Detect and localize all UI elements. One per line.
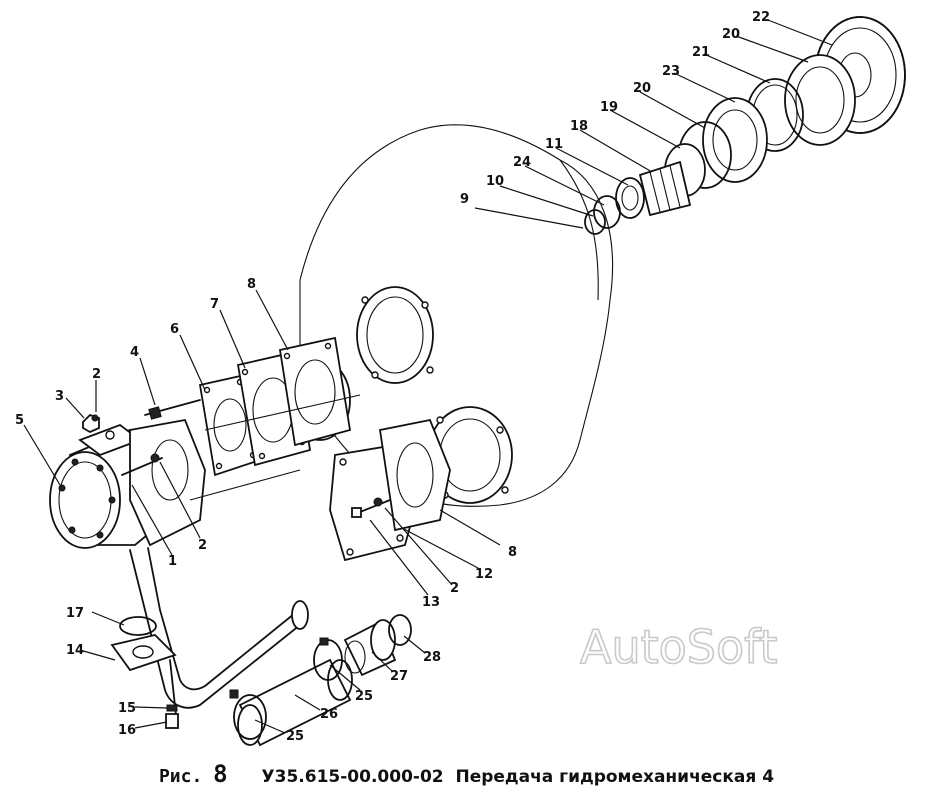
callout-21: 21	[692, 45, 710, 60]
callout-26: 26	[320, 707, 338, 722]
tie-rod	[204, 394, 361, 431]
callout-15: 15	[118, 701, 136, 716]
callout-22: 22	[752, 10, 770, 25]
bolt-3-nut	[82, 413, 100, 434]
callout-24: 24	[513, 155, 531, 170]
callout-3: 3	[55, 389, 64, 404]
callout-12: 12	[475, 567, 493, 582]
gasket-8-upper	[278, 336, 352, 447]
callout-17: 17	[66, 606, 84, 621]
figure-number: 8	[213, 760, 228, 788]
callout-9: 9	[460, 192, 469, 207]
bearing-11	[615, 177, 645, 219]
callout-1: 1	[168, 554, 177, 569]
bearing-23	[702, 97, 768, 183]
callout-2: 2	[450, 581, 459, 596]
callout-4: 4	[130, 345, 139, 360]
ring-28	[388, 614, 412, 646]
bolt-4	[144, 399, 201, 420]
bearing-20-outer	[784, 54, 856, 146]
callout-labels: 1 2 2 2 3 4 5 6 7 8 8 9 10 11 12 13 14 1…	[15, 10, 770, 744]
ring-10	[584, 209, 606, 235]
callout-10: 10	[486, 174, 504, 189]
clamp-25	[229, 637, 343, 740]
callout-28: 28	[423, 650, 441, 665]
callout-23: 23	[662, 64, 680, 79]
callout-2: 2	[92, 367, 101, 382]
callout-27: 27	[390, 669, 408, 684]
callout-19: 19	[600, 100, 618, 115]
callout-11: 11	[545, 137, 563, 152]
callout-20: 20	[722, 27, 740, 42]
housing-contour	[559, 159, 599, 301]
callout-18: 18	[570, 119, 588, 134]
callout-25: 25	[286, 729, 304, 744]
watermark: AutoSoft	[580, 620, 778, 674]
callout-13: 13	[422, 595, 440, 610]
callout-5: 5	[15, 413, 24, 428]
callout-6: 6	[170, 322, 179, 337]
callout-2: 2	[198, 538, 207, 553]
leader-lines	[23, 19, 833, 734]
tie-rod	[189, 469, 301, 501]
callout-20: 20	[633, 81, 651, 96]
ring-24	[593, 195, 621, 229]
figure-label: Рис. 8	[158, 760, 228, 788]
housing-outline	[299, 124, 614, 507]
bolt-13	[351, 497, 391, 518]
callout-8: 8	[247, 277, 256, 292]
drawing-code: У35.615-00.000-02	[261, 767, 444, 787]
callout-25: 25	[355, 689, 373, 704]
pipe-assembly	[110, 547, 309, 729]
roller-18	[638, 160, 692, 217]
callout-7: 7	[210, 297, 219, 312]
callout-16: 16	[118, 723, 136, 738]
figure-caption: Рис. 8 У35.615-00.000-02 Передача гидром…	[0, 760, 933, 788]
figure-title: Передача гидромеханическая 4	[455, 767, 775, 787]
callout-14: 14	[66, 643, 84, 658]
callout-8: 8	[508, 545, 517, 560]
gasket-8-lower	[378, 418, 451, 532]
